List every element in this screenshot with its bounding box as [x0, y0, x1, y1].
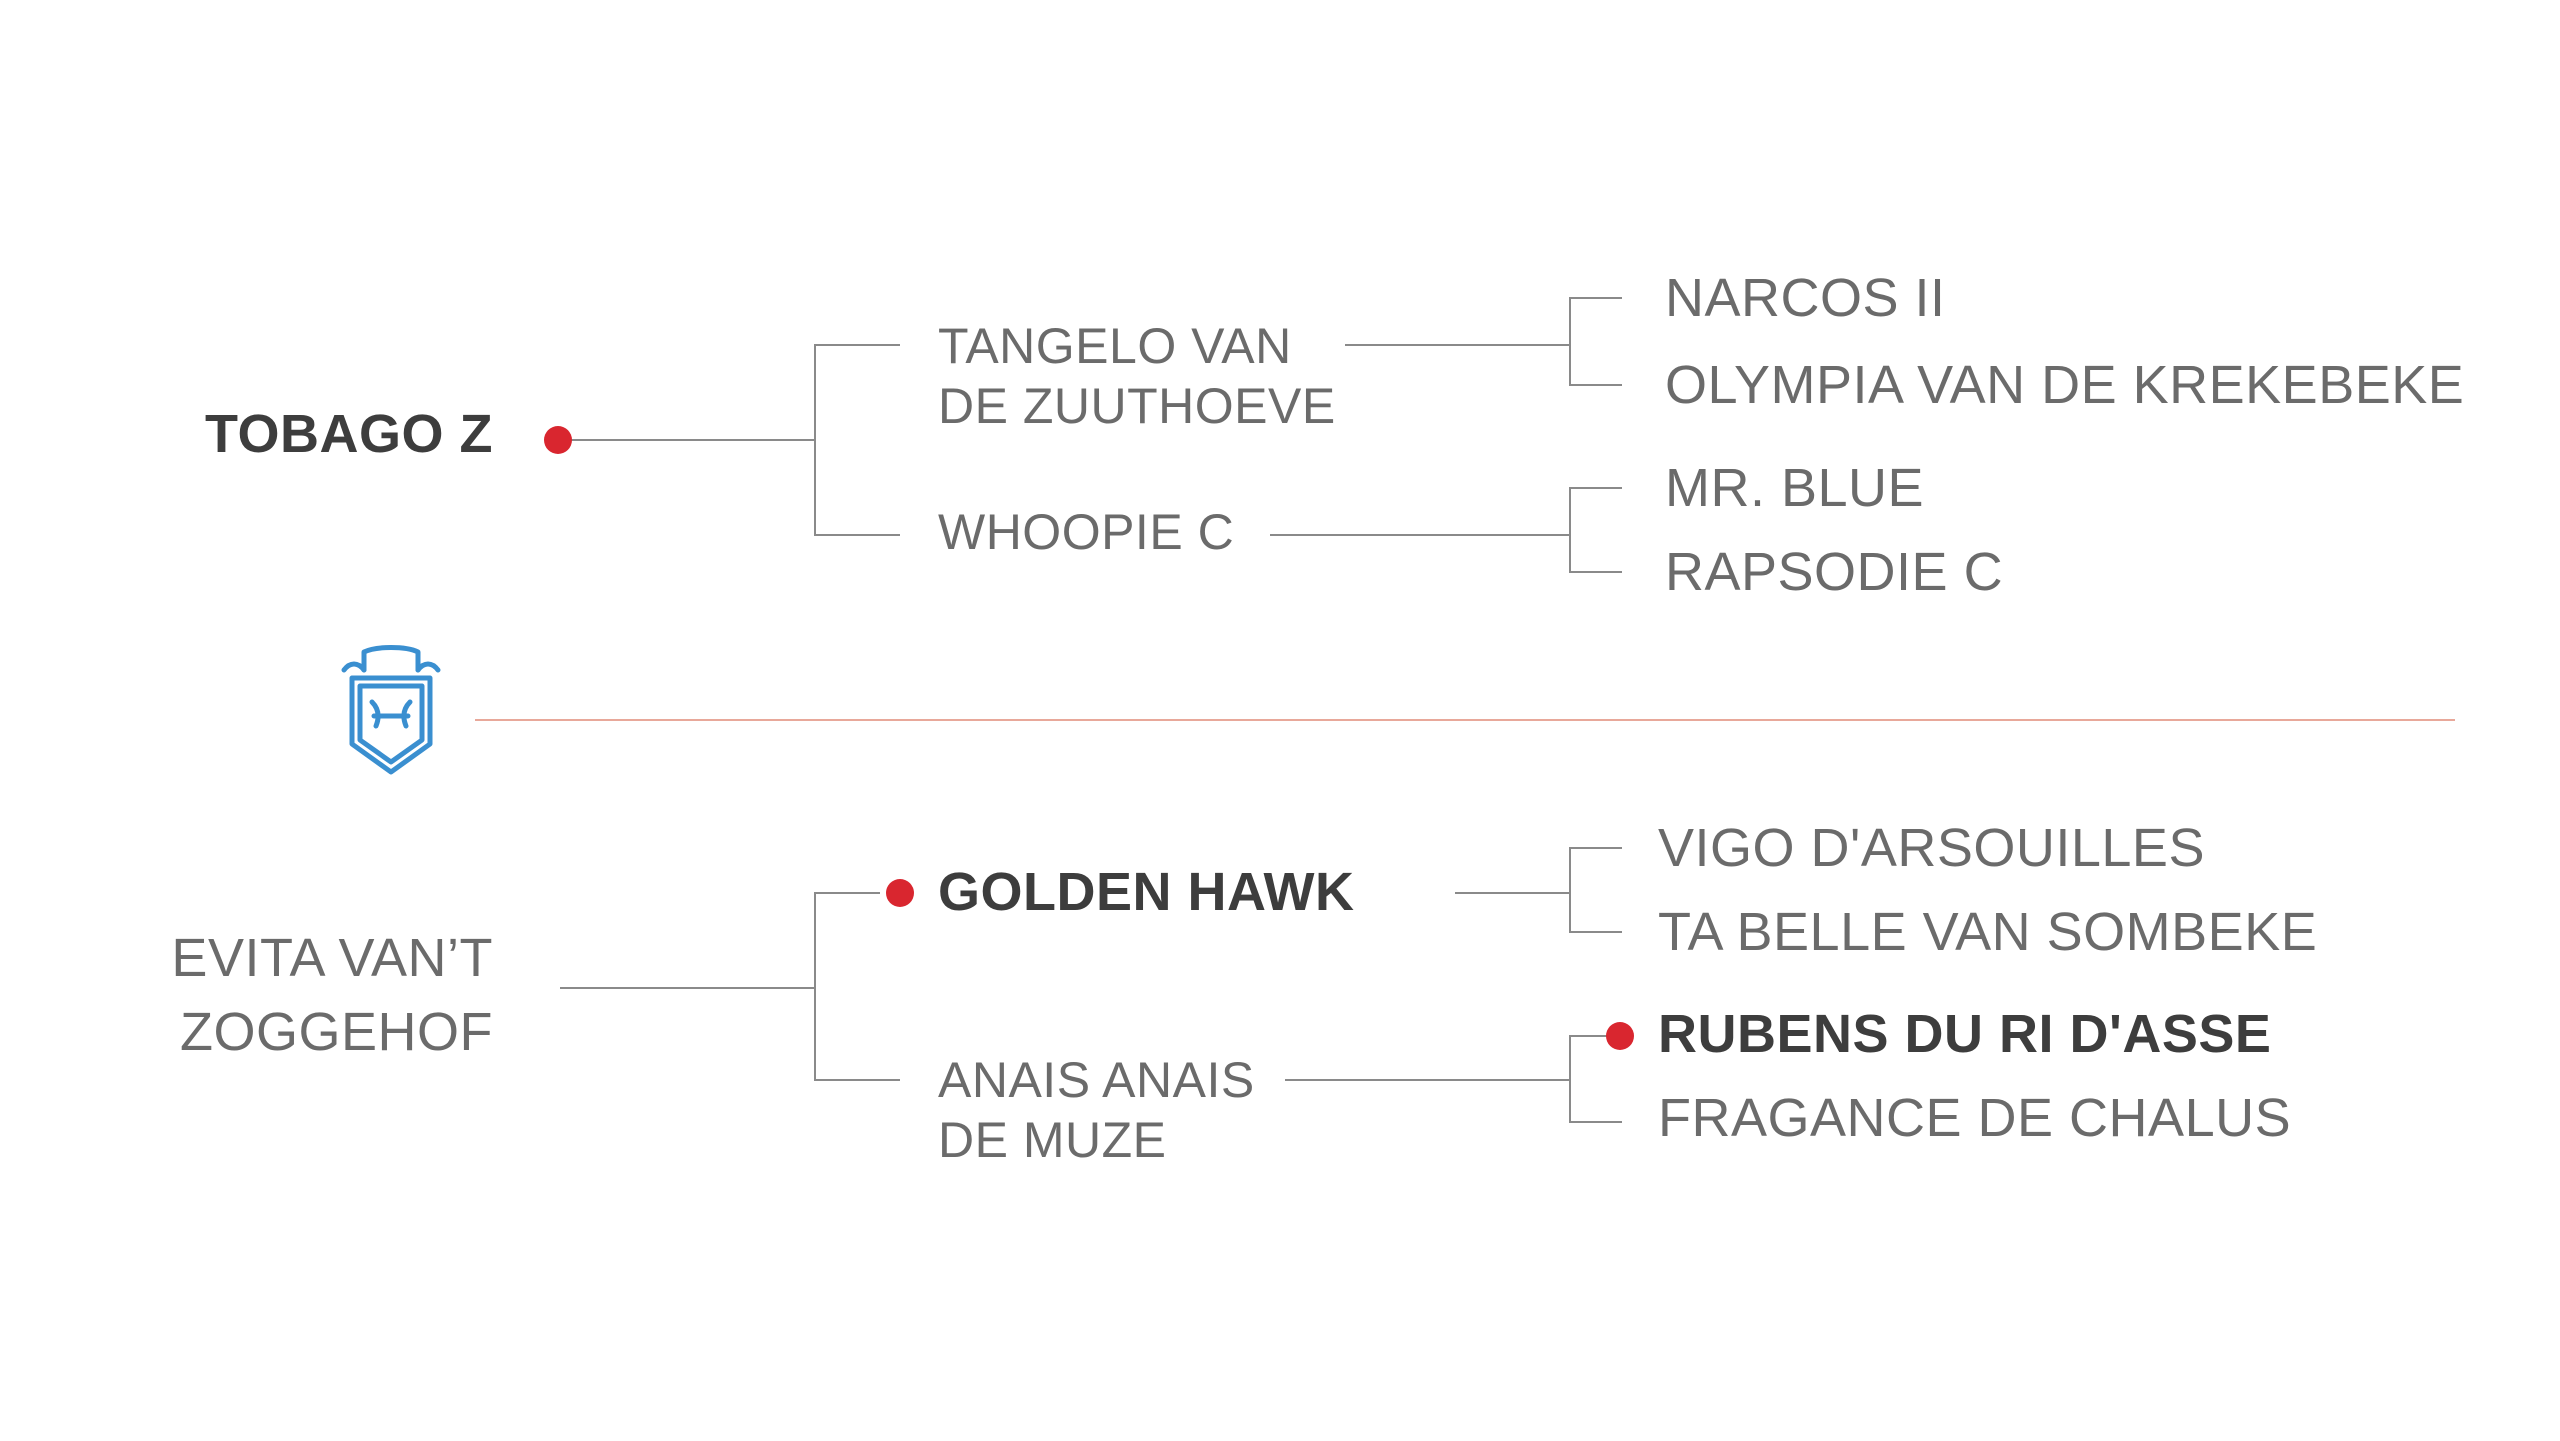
connector-bracket	[814, 344, 900, 536]
dam-name-line2: ZOGGEHOF	[180, 1002, 493, 1062]
dam-sire-name: GOLDEN HAWK	[938, 862, 1355, 922]
dam-dam-name-line1: ANAIS ANAIS	[938, 1052, 1255, 1108]
sire-sire-name-line2: DE ZUUTHOEVE	[938, 378, 1336, 434]
dam-sire-dam-name: TA BELLE VAN SOMBEKE	[1658, 902, 2318, 962]
shield-horse-crest-icon	[341, 645, 441, 775]
connector-bracket	[1569, 847, 1622, 933]
connector-bracket	[1569, 1035, 1622, 1123]
highlight-dot	[544, 426, 572, 454]
sire-dam-dam-name: RAPSODIE C	[1665, 542, 2004, 602]
connector-bracket	[814, 892, 900, 1081]
highlight-dot	[1606, 1022, 1634, 1050]
sire-sire-sire-name: NARCOS II	[1665, 268, 1946, 328]
sire-dam-name: WHOOPIE C	[938, 504, 1235, 560]
dam-dam-name-line2: DE MUZE	[938, 1112, 1167, 1168]
dam-name-line1: EVITA VAN’T	[171, 928, 493, 988]
highlight-dot	[886, 879, 914, 907]
sire-sire-name-line1: TANGELO VAN	[938, 318, 1292, 374]
dam-sire-sire-name: VIGO D'ARSOUILLES	[1658, 818, 2205, 878]
sire-name: TOBAGO Z	[204, 404, 493, 464]
sire-sire-dam-name: OLYMPIA VAN DE KREKEBEKE	[1665, 355, 2465, 415]
sire-dam-sire-name: MR. BLUE	[1665, 458, 1925, 518]
connector-bracket	[1569, 487, 1622, 573]
connector-bracket	[1569, 297, 1622, 386]
dam-dam-sire-name: RUBENS DU RI D'ASSE	[1658, 1004, 2272, 1064]
dam-dam-dam-name: FRAGANCE DE CHALUS	[1658, 1088, 2292, 1148]
